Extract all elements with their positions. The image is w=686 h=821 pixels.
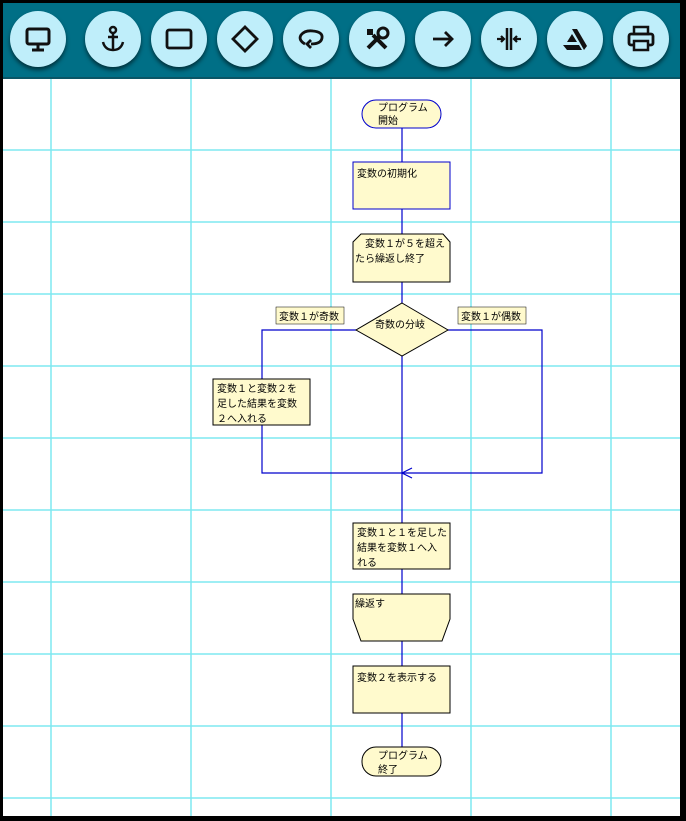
increment-line2: 結果を変数１へ入	[357, 541, 437, 554]
display-process[interactable]: 変数２を表示する	[352, 665, 451, 714]
add-process-line1: 変数１と変数２を	[217, 382, 297, 395]
end-label-line2: 終了	[378, 763, 398, 776]
end-terminal[interactable]: プログラム 終了	[361, 746, 442, 777]
toolbar	[3, 3, 680, 79]
increment-line3: れる	[357, 557, 377, 569]
loop-start-label-line2: たら繰返し終了	[355, 252, 425, 265]
anchor-icon	[101, 25, 125, 52]
print-button[interactable]	[613, 11, 669, 67]
increment-line1: 変数１と１を足した	[357, 526, 447, 539]
increment-process[interactable]: 変数１と１を足した 結果を変数１へ入 れる	[352, 522, 451, 570]
diamond-icon	[231, 25, 259, 53]
loop-end-label: 繰返す	[355, 597, 385, 610]
monitor-icon	[25, 27, 51, 52]
tools-icon	[366, 26, 390, 50]
display-label: 変数２を表示する	[357, 671, 437, 684]
start-terminal[interactable]: プログラム 開始	[361, 99, 442, 129]
init-process[interactable]: 変数の初期化	[352, 161, 451, 210]
monitor-button[interactable]	[10, 11, 66, 67]
add-process-line2: 足した結果を変数	[217, 397, 297, 410]
connector-button[interactable]	[415, 11, 471, 67]
split-button[interactable]	[481, 11, 537, 67]
add-process[interactable]: 変数１と変数２を 足した結果を変数 ２へ入れる	[212, 378, 311, 426]
flowchart-canvas[interactable]: プログラム 開始 変数の初期化 変数１が５を超え たら繰返し終了 奇数の分岐 変…	[3, 79, 680, 816]
anchor-button[interactable]	[85, 11, 141, 67]
branch-right-label: 変数１が偶数	[461, 310, 521, 323]
decision-shape-button[interactable]	[217, 11, 273, 67]
start-label-line2: 開始	[378, 114, 398, 127]
loop-start-label-line1: 変数１が５を超え	[365, 237, 445, 250]
tools-button[interactable]	[349, 11, 405, 67]
loop-end-shape[interactable]: 繰返す	[352, 593, 451, 642]
branch-left-label-box: 変数１が奇数	[275, 306, 345, 325]
process-shape-button[interactable]	[151, 11, 207, 67]
loop-icon	[298, 29, 324, 49]
start-label-line1: プログラム	[378, 101, 428, 114]
add-process-line3: ２へ入れる	[217, 413, 267, 425]
flowchart-svg: プログラム 開始 変数の初期化 変数１が５を超え たら繰返し終了 奇数の分岐 変…	[3, 79, 680, 816]
arrow-right-icon	[433, 31, 454, 47]
split-icon	[497, 28, 521, 50]
branch-decision[interactable]: 奇数の分岐	[354, 302, 450, 357]
branch-label: 奇数の分岐	[375, 318, 425, 331]
print-icon	[627, 25, 655, 52]
loop-start-shape[interactable]: 変数１が５を超え たら繰返し終了	[352, 233, 451, 283]
loop-shape-button[interactable]	[283, 11, 339, 67]
init-label: 変数の初期化	[357, 167, 417, 180]
artstation-icon	[563, 29, 587, 50]
end-label-line1: プログラム	[378, 749, 428, 762]
artstation-button[interactable]	[547, 11, 603, 67]
grid	[3, 79, 680, 816]
rectangle-icon	[165, 28, 193, 50]
connectors	[261, 128, 543, 747]
branch-left-label: 変数１が奇数	[279, 310, 339, 323]
branch-right-label-box: 変数１が偶数	[457, 306, 527, 325]
